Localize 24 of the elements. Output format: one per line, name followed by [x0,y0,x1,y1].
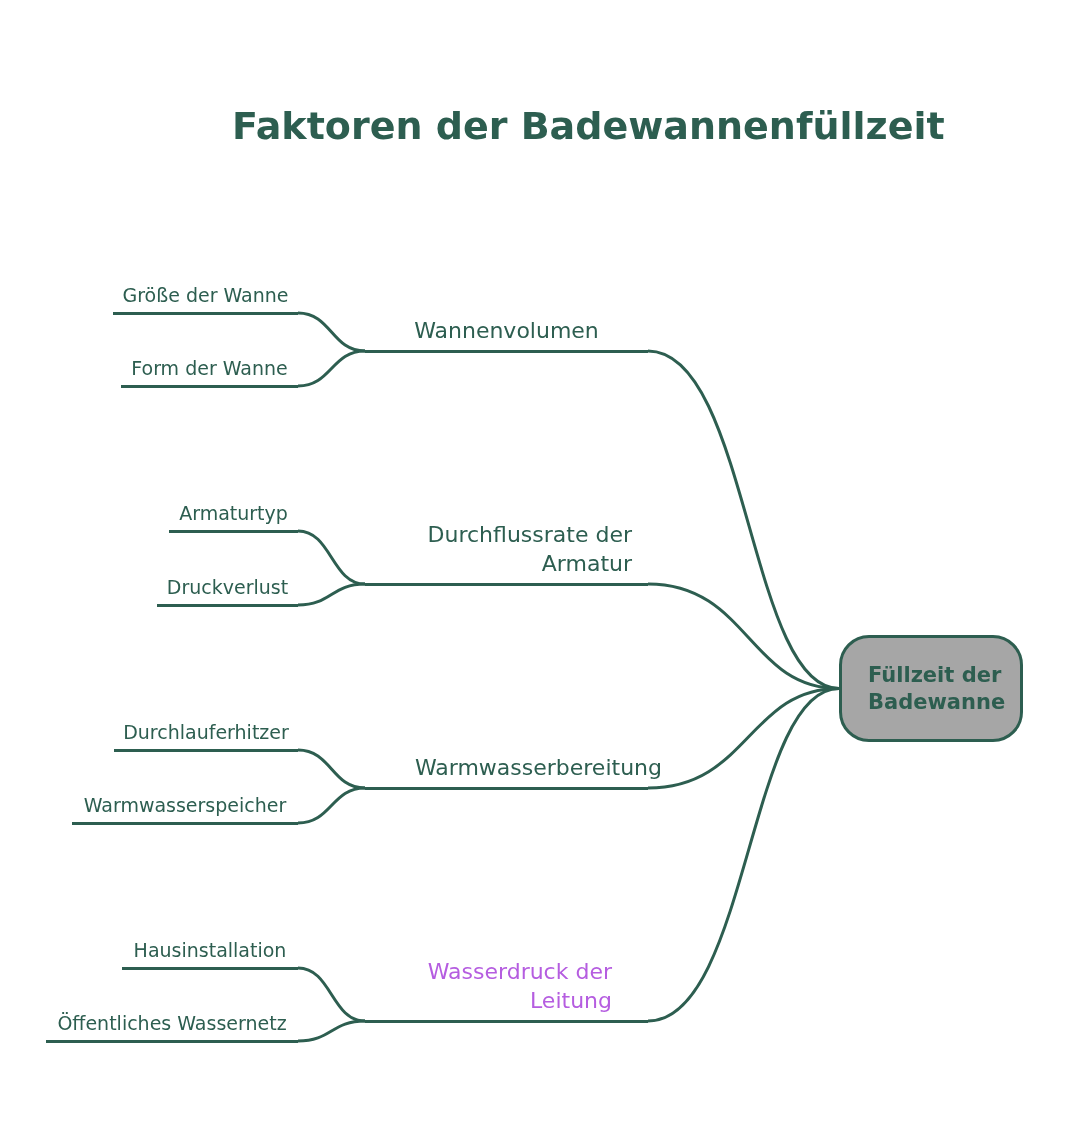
branch-line [297,1019,366,1043]
topic-text: Armaturtyp [179,500,288,526]
branch-line [647,687,840,1023]
topic-text: Wannenvolumen [414,316,599,345]
topic-text: Wasserdruck der Leitung [426,958,612,1015]
branch-line [297,349,366,388]
central-topic-box [839,635,1023,742]
title: Faktoren der Badewannenfüllzeit [232,104,945,148]
topic-text: Hausinstallation [133,937,287,963]
topic-text: Druckverlust [166,574,289,600]
branch-line [297,529,366,586]
branch-line [297,311,366,353]
topic-text: Füllzeit der Badewanne [868,662,1007,715]
topic-text: Öffentliches Wassernetz [57,1010,287,1036]
topic-text: Warmwasserbereitung [414,753,662,782]
branch-line [297,748,366,790]
branch-line [297,966,366,1023]
branch-line [297,582,366,607]
topic-text: Größe der Wanne [122,282,289,308]
topic-text: Durchflussrate der Armatur [426,521,632,578]
topic-text: Warmwasserspeicher [83,792,287,818]
topic-text: Durchlauferhitzer [123,719,289,745]
topic-text: Form der Wanne [131,355,288,381]
branch-line [297,786,366,825]
